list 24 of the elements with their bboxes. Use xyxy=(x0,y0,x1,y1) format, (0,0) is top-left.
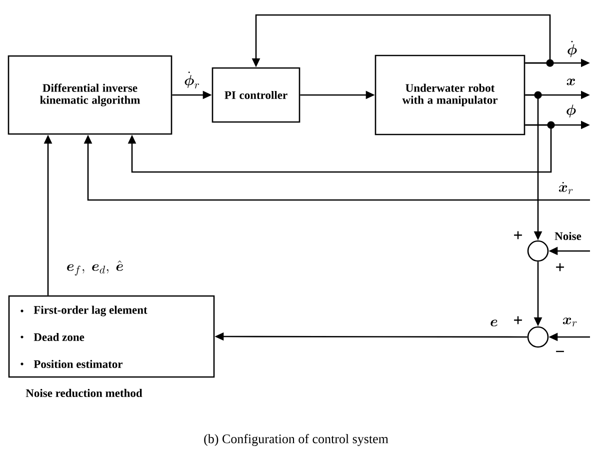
box-heading: Noise reduction method xyxy=(26,388,142,398)
arrow xyxy=(128,124,552,173)
edge-label: $\boldsymbol{x}$ xyxy=(566,78,575,86)
edge-label: $\boldsymbol{x}_r$ xyxy=(562,318,577,326)
list-item: First-order lag element xyxy=(34,306,148,316)
sign-label: + xyxy=(514,231,522,240)
sign-label: + xyxy=(556,263,564,272)
edge-label: $\dot{\boldsymbol{x}}_r$ xyxy=(558,182,573,194)
edge-label: $\boldsymbol{e}_f,\ \boldsymbol{e}_d,\ \hat{\boldsymbol{e}}$ xyxy=(67,260,124,276)
block-box: Differential inverse kinematic algorithm xyxy=(8,55,172,135)
edge-label: $\dot{\boldsymbol{\phi}}$ xyxy=(568,40,577,58)
edge-label: Noise xyxy=(554,232,582,240)
list-item: Position estimator xyxy=(34,360,123,368)
caption: (b) Configuration of control system xyxy=(204,434,388,446)
summing-junction xyxy=(527,240,549,262)
sign-label: − xyxy=(556,350,564,352)
edge-label: $\boldsymbol{e}$ xyxy=(490,320,498,326)
edge-label: $\boldsymbol{\phi}$ xyxy=(566,104,576,118)
block-box: Underwater robot with a manipulator xyxy=(374,54,526,136)
list-item: Dead zone xyxy=(34,332,84,342)
block-box: PI controller xyxy=(212,67,300,123)
sign-label: + xyxy=(514,316,522,324)
summing-junction xyxy=(527,326,549,348)
edge-label: $\dot{\boldsymbol{\phi}}_r$ xyxy=(184,72,200,88)
